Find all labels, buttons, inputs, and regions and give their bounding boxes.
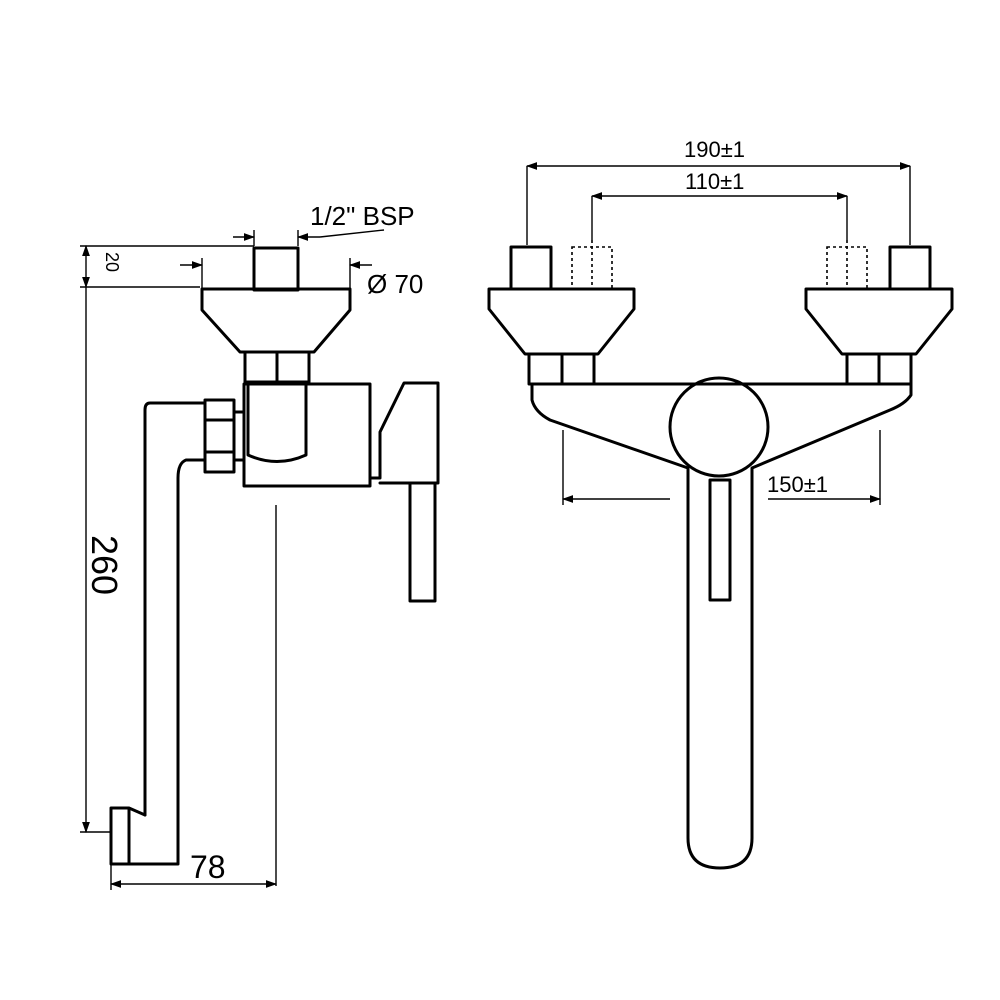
side-view: 1/2" BSP Ø 70 20 260 78 [80,201,440,890]
side-inlet-pipe [252,246,300,292]
dim-20-label: 20 [102,252,122,272]
side-lever-block [368,381,440,485]
side-flange [200,287,352,354]
dim-diameter-label: Ø 70 [367,269,423,299]
dim-190-label: 190±1 [684,137,745,162]
front-view: 190±1 110±1 150±1 [487,137,954,870]
dim-78-label: 78 [190,849,226,885]
side-spout [143,401,207,817]
front-right-connector [804,240,954,386]
dim-260-label: 260 [84,535,125,595]
side-outlet-nut [203,398,236,474]
side-spout-tip [109,806,147,866]
front-cartridge [668,376,770,478]
front-lever [708,478,732,602]
dim-110-label: 110±1 [685,169,744,194]
front-body-spout [530,382,913,870]
side-lever-handle [408,481,437,603]
dim-bsp-label: 1/2" BSP [310,201,415,231]
dim-150-label: 150±1 [767,472,828,497]
front-left-connector [487,240,636,386]
